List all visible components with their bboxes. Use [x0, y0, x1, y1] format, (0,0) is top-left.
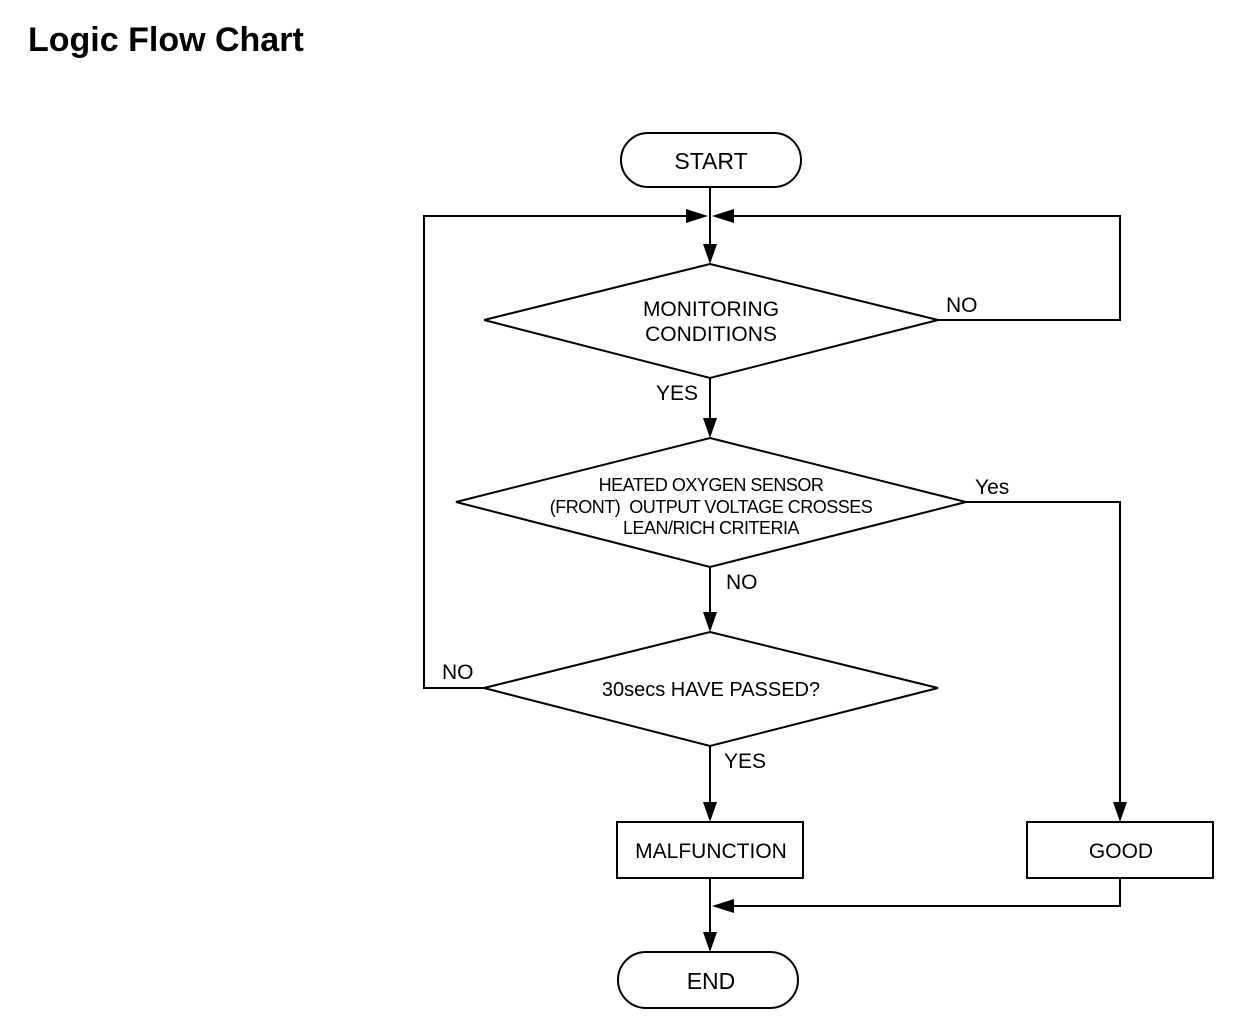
page-title: Logic Flow Chart [28, 21, 304, 59]
arrow-merge-from-left [686, 209, 708, 223]
arrow-merge-from-right [712, 209, 734, 223]
monitoring-label-line-1: MONITORING [643, 298, 779, 321]
arrowheads [686, 209, 1127, 952]
sensor-label-line-3: LEAN/RICH CRITERIA [623, 518, 800, 538]
start-node: START [620, 132, 802, 188]
sensor-yes-label: Yes [975, 476, 1009, 499]
sensor-no-label: NO [726, 571, 758, 594]
arrow-into-malfunction [703, 802, 717, 822]
timer-label: 30secs HAVE PASSED? [602, 679, 820, 701]
monitoring-no-loop-line [728, 215, 1121, 321]
monitoring-conditions-decision: MONITORING CONDITIONS [483, 262, 939, 380]
good-node: GOOD [1026, 821, 1214, 879]
arrow-into-sensor [703, 418, 717, 438]
malfunction-label: MALFUNCTION [635, 840, 787, 863]
end-label: END [687, 968, 736, 994]
connectors [423, 188, 1121, 940]
end-node: END [617, 951, 799, 1009]
arrow-good-join [712, 899, 734, 913]
good-to-end-line [730, 878, 1121, 907]
timer-decision: 30secs HAVE PASSED? [483, 630, 939, 748]
sensor-yes-line [966, 501, 1121, 810]
sensor-label-line-2: (FRONT) OUTPUT VOLTAGE CROSSES [550, 497, 873, 517]
monitoring-label-line-2: CONDITIONS [645, 323, 777, 346]
arrow-into-monitoring [703, 244, 717, 264]
sensor-label-line-1: HEATED OXYGEN SENSOR [599, 475, 824, 495]
oxygen-sensor-decision: HEATED OXYGEN SENSOR (FRONT) OUTPUT VOLT… [455, 436, 967, 569]
arrow-into-end [703, 932, 717, 952]
timer-yes-label: YES [724, 750, 766, 773]
edge-labels: NO YES Yes NO NO YES [442, 294, 1009, 773]
timer-no-loop-line [423, 215, 692, 689]
monitoring-no-label: NO [946, 294, 978, 317]
timer-no-label: NO [442, 661, 474, 684]
good-label: GOOD [1089, 840, 1153, 863]
start-label: START [674, 148, 747, 174]
arrow-into-timer [703, 612, 717, 632]
monitoring-yes-label: YES [656, 382, 698, 405]
malfunction-node: MALFUNCTION [616, 821, 804, 879]
arrow-into-good [1113, 802, 1127, 822]
